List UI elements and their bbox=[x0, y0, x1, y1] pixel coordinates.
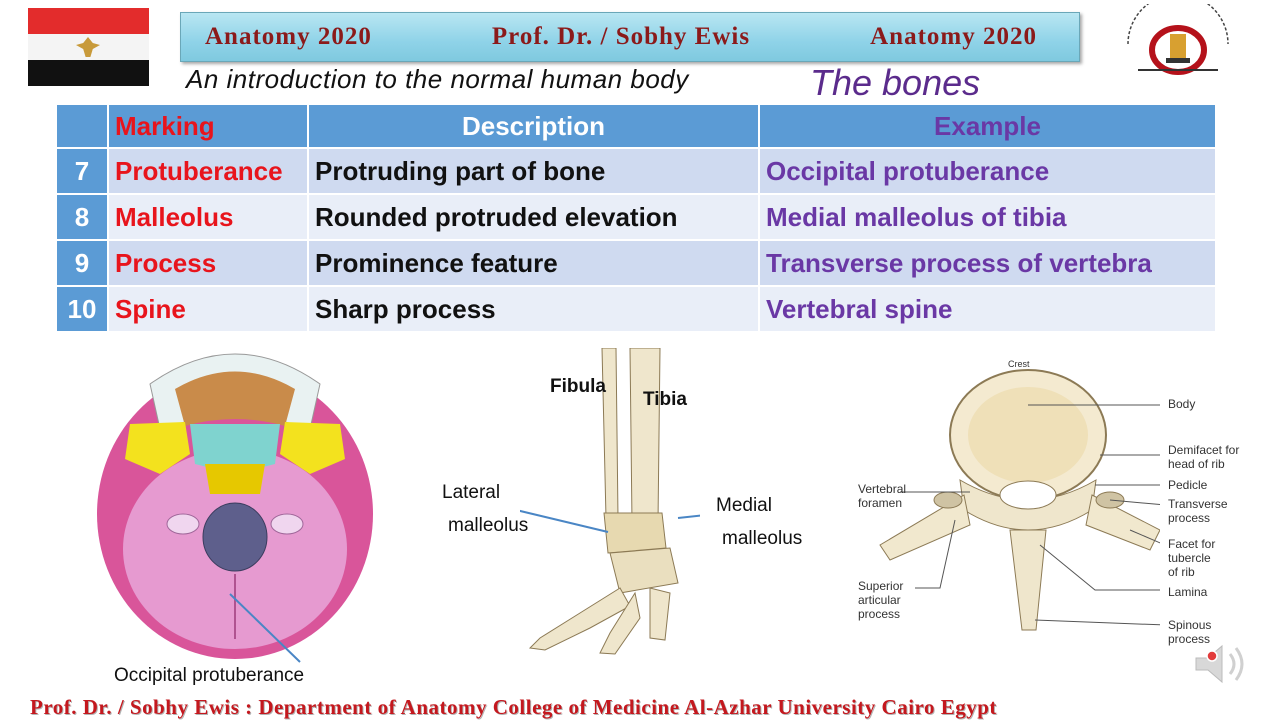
foramen-label-1: Vertebral bbox=[858, 482, 907, 496]
banner-right-title: Anatomy 2020 bbox=[870, 23, 1037, 50]
facet-label-1: Facet for bbox=[1168, 537, 1216, 551]
lateral-label-line-1: Lateral bbox=[442, 482, 501, 503]
demifacet-label-1: Demifacet for bbox=[1168, 443, 1240, 457]
superior-label-1: Superior bbox=[858, 579, 904, 593]
demifacet-label-2: head of rib bbox=[1168, 457, 1225, 471]
marking-header: Marking bbox=[107, 103, 309, 149]
example-cell: Vertebral spine bbox=[758, 285, 1217, 333]
faculty-logo-icon bbox=[1127, 4, 1229, 75]
table-row: 8 Malleolus Rounded protruded elevation … bbox=[55, 193, 1217, 241]
fibula-label: Fibula bbox=[550, 376, 606, 397]
egypt-flag-icon bbox=[28, 8, 149, 86]
num-header bbox=[55, 103, 109, 149]
facet-label-2: tubercle bbox=[1168, 551, 1211, 565]
marking-cell: Spine bbox=[107, 285, 309, 333]
banner-center-title: Prof. Dr. / Sobhy Ewis bbox=[491, 23, 751, 50]
example-cell: Transverse process of vertebra bbox=[758, 239, 1217, 287]
pedicle-label: Pedicle bbox=[1168, 478, 1208, 492]
marking-cell: Process bbox=[107, 239, 309, 287]
table-row: 10 Spine Sharp process Vertebral spine bbox=[55, 285, 1217, 333]
occipital-protuberance-label: Occipital protuberance bbox=[114, 665, 305, 686]
example-cell: Medial malleolus of tibia bbox=[758, 193, 1217, 241]
banner-left-title: Anatomy 2020 bbox=[205, 23, 372, 50]
crest-label: Crest bbox=[1008, 359, 1030, 369]
description-header: Description bbox=[307, 103, 760, 149]
table-row: 7 Protuberance Protruding part of bone O… bbox=[55, 147, 1217, 195]
superior-label-2: articular bbox=[858, 593, 901, 607]
spinous-label-1: Spinous bbox=[1168, 618, 1212, 632]
row-number: 7 bbox=[55, 147, 109, 195]
lateral-label-line-2: malleolus bbox=[448, 515, 529, 536]
description-cell: Prominence feature bbox=[307, 239, 760, 287]
transverse-label-1: Transverse bbox=[1168, 497, 1228, 511]
bone-markings-table: Marking Description Example 7 Protuberan… bbox=[55, 103, 1217, 333]
topic-title: The bones bbox=[810, 62, 981, 103]
marking-cell: Protuberance bbox=[107, 147, 309, 195]
row-number: 8 bbox=[55, 193, 109, 241]
transverse-label-2: process bbox=[1168, 511, 1211, 525]
description-cell: Sharp process bbox=[307, 285, 760, 333]
row-number: 9 bbox=[55, 239, 109, 287]
tibia-label: Tibia bbox=[643, 389, 687, 410]
description-cell: Rounded protruded elevation bbox=[307, 193, 760, 241]
vertebra-illustration bbox=[879, 369, 1160, 631]
medial-label-line-2: malleolus bbox=[722, 528, 803, 549]
facet-label-3: of rib bbox=[1168, 565, 1195, 579]
marking-cell: Malleolus bbox=[107, 193, 309, 241]
speaker-icon[interactable] bbox=[1192, 636, 1252, 692]
leg-ankle-illustration bbox=[520, 348, 700, 655]
row-number: 10 bbox=[55, 285, 109, 333]
example-cell: Occipital protuberance bbox=[758, 147, 1217, 195]
foramen-label-2: foramen bbox=[858, 496, 903, 510]
description-cell: Protruding part of bone bbox=[307, 147, 760, 195]
title-banner: Anatomy 2020 Prof. Dr. / Sobhy Ewis Anat… bbox=[180, 12, 1080, 62]
table-row: 9 Process Prominence feature Transverse … bbox=[55, 239, 1217, 287]
example-header: Example bbox=[758, 103, 1217, 149]
body-label: Body bbox=[1168, 397, 1196, 411]
spinous-label-2: process bbox=[1168, 632, 1211, 646]
superior-label-3: process bbox=[858, 607, 901, 621]
footer-credit: Prof. Dr. / Sobhy Ewis : Department of A… bbox=[30, 695, 997, 719]
subtitle: An introduction to the normal human body bbox=[186, 64, 689, 94]
medial-label-line-1: Medial bbox=[716, 495, 772, 516]
skull-base-illustration bbox=[97, 353, 373, 663]
table-header-row: Marking Description Example bbox=[55, 103, 1217, 149]
lamina-label: Lamina bbox=[1168, 585, 1208, 599]
